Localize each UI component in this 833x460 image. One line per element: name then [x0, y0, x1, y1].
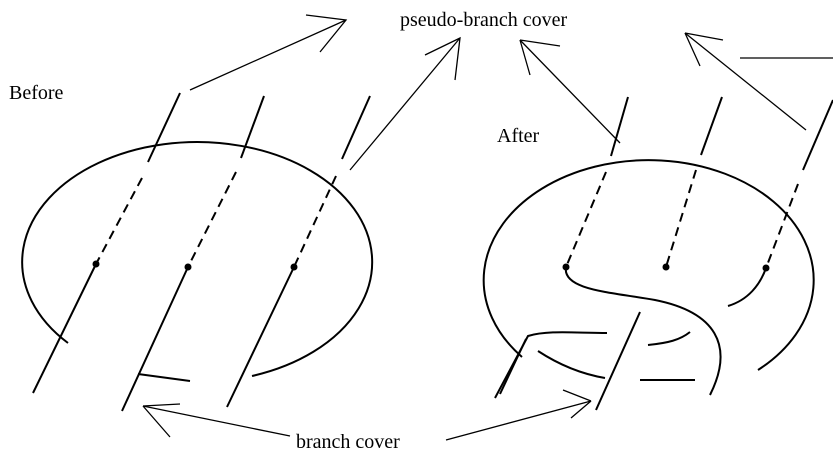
after-disk-boundary-lower-segment	[537, 350, 606, 379]
before-disk-boundary	[21, 141, 374, 377]
before-label: Before	[9, 82, 64, 104]
after-strand-1-return	[494, 331, 608, 399]
after-strand-3-crossing-piece	[647, 331, 691, 346]
pseudo-branch-cover-label: pseudo-branch cover	[400, 9, 568, 31]
pseudo-arrow-3-shaft	[519, 39, 621, 144]
before-strand-3-dashed	[293, 175, 337, 268]
after-strand-3-lower	[727, 267, 767, 307]
branch-arrow-right-head	[562, 389, 592, 419]
after-strand-1-upper	[610, 96, 629, 157]
after-strand-1-dashed	[565, 171, 607, 268]
before-strand-2-dashed	[187, 171, 237, 268]
before-strand-2-lower	[121, 266, 189, 412]
after-strand-2-dashed	[665, 169, 697, 268]
before-strand-3-lower	[226, 266, 295, 408]
pseudo-arrow-4-shaft	[684, 32, 807, 131]
after-figure	[482, 96, 833, 411]
after-strand-3-upper	[802, 99, 833, 171]
pseudo-arrow-2-shaft	[349, 37, 461, 171]
pseudo-arrow-1-shaft	[189, 19, 347, 91]
before-strand-3-upper	[341, 95, 371, 160]
before-strand-1-dashed	[95, 177, 143, 265]
pseudo-arrow-2-head	[424, 36, 461, 81]
branch-cover-label: branch cover	[296, 431, 400, 453]
after-strand-1-loop	[564, 266, 722, 396]
before-figure	[21, 92, 374, 412]
before-disk-boundary-gap-segment	[137, 373, 191, 382]
after-strand-2-upper	[700, 96, 723, 156]
before-strand-1-upper	[147, 92, 181, 163]
after-label: After	[497, 125, 540, 147]
pseudo-arrow-3-head	[519, 39, 561, 76]
pseudo-arrow-1-head	[305, 14, 348, 53]
branch-arrow-left-head	[142, 403, 181, 438]
pseudo-arrow-4-head	[684, 32, 724, 67]
pseudo-branch-cover-arrows	[189, 14, 833, 171]
after-strand-1-thick-end	[499, 338, 527, 395]
after-strand-2-lower	[595, 311, 641, 411]
after-branch-point-2	[662, 263, 670, 271]
before-strand-2-upper	[240, 95, 265, 159]
before-strand-1-lower	[32, 263, 97, 394]
branch-arrow-left-shaft	[142, 405, 291, 437]
after-strand-3-dashed	[765, 183, 799, 269]
after-disk-boundary	[482, 159, 815, 371]
branch-cover-arrows	[142, 389, 592, 441]
branch-arrow-right-shaft	[445, 400, 592, 441]
